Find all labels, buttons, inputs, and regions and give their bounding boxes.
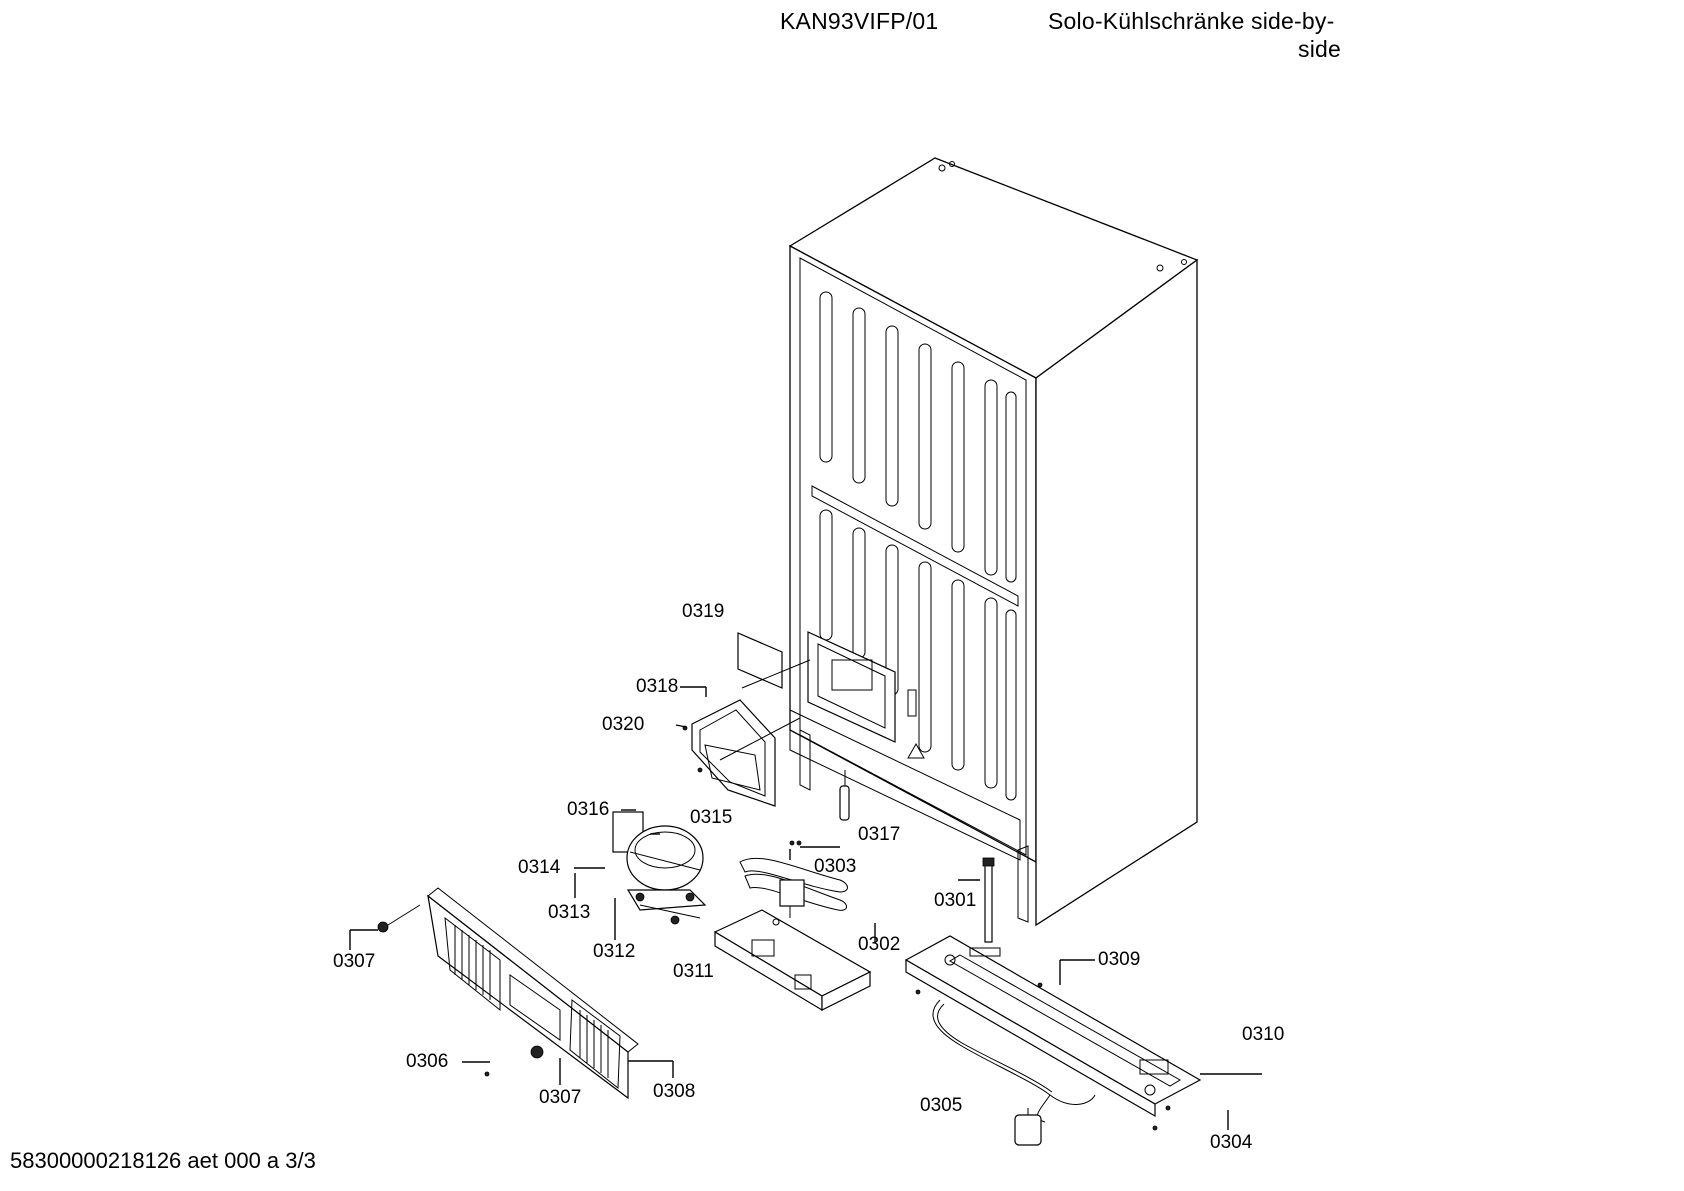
ventilation-grille-part [427,887,639,1100]
label-sheet-part [737,632,783,689]
compressor-part [612,811,707,925]
model-number: KAN93VIFP/01 [780,8,939,34]
part-label-0312: 0312 [593,941,635,962]
part-label-0309: 0309 [1098,949,1140,970]
sensor-part [839,770,850,821]
part-label-0317: 0317 [858,824,900,845]
base-rail-part [904,935,1202,1131]
document-id: 58300000218126 aet 000 a 3/3 [10,1148,316,1173]
part-label-0319: 0319 [682,601,724,622]
part-label-0307-upper: 0307 [333,951,375,972]
category-title-line1: Solo-Kühlschränke side-by- [1048,8,1335,34]
part-label-0304: 0304 [1210,1132,1253,1153]
part-label-0307-lower: 0307 [539,1087,581,1108]
condenser-coil-part [739,840,848,918]
drain-pipe-part [982,857,995,943]
cabinet-body [788,157,1199,927]
part-label-0315: 0315 [690,807,732,828]
part-label-0318: 0318 [636,676,678,697]
power-cable-part [932,999,1096,1146]
part-label-0314: 0314 [518,857,561,878]
part-label-0302: 0302 [858,934,900,955]
cover-plate-part [682,699,801,807]
part-label-0306: 0306 [406,1051,448,1072]
part-label-0310: 0310 [1242,1024,1284,1045]
category-title-line2: side [1298,36,1341,62]
part-label-0301: 0301 [934,890,976,911]
part-label-0303: 0303 [814,856,856,877]
part-label-0305: 0305 [920,1095,962,1116]
part-label-0320: 0320 [602,714,644,735]
leader-lines [349,686,1262,1130]
part-label-0313: 0313 [548,902,590,923]
part-label-0316: 0316 [567,799,609,820]
drip-tray-part [713,909,872,1012]
part-label-0311: 0311 [673,961,714,982]
part-label-0308: 0308 [653,1081,695,1102]
screw-part [377,904,544,1077]
